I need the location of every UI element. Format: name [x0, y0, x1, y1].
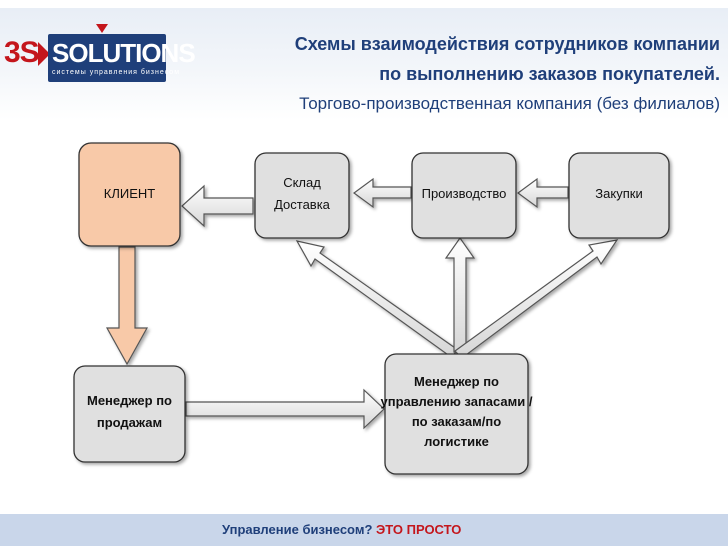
node-inventory-manager-label-line3: по заказам/по: [412, 414, 501, 429]
page-title-line2: по выполнению заказов покупателей.: [379, 64, 720, 84]
arrow-inventory-to-warehouse: [295, 240, 459, 358]
logo-word: SOLUTIONS: [52, 38, 196, 68]
node-purchasing-label: Закупки: [595, 186, 642, 201]
logo-prefix: 3S: [4, 36, 40, 69]
node-inventory-manager-label-line1: Менеджер по: [414, 374, 499, 389]
node-production: Производство: [411, 152, 517, 239]
node-warehouse: Склад Доставка: [254, 152, 350, 239]
node-warehouse-label-line2: Доставка: [274, 197, 331, 212]
footer-question: Управление бизнесом?: [222, 522, 373, 537]
arrow-warehouse-to-client: [181, 184, 254, 228]
node-sales-manager: Менеджер по продажам: [73, 365, 186, 463]
arrow-production-to-warehouse: [352, 177, 412, 209]
arrow-inventory-to-production: [444, 236, 476, 353]
node-sales-manager-label-line1: Менеджер по: [87, 393, 172, 408]
page-subtitle: Торгово-производственная компания (без ф…: [299, 94, 720, 113]
node-warehouse-label-line1: Склад: [283, 175, 321, 190]
node-client-label: КЛИЕНТ: [104, 186, 156, 201]
page-title-line1: Схемы взаимодействия сотрудников компани…: [294, 34, 720, 54]
footer-answer: ЭТО ПРОСТО: [376, 522, 462, 537]
arrow-sales-to-inventory-manager: [185, 388, 385, 430]
logo-tagline: системы управления бизнесом: [52, 69, 181, 76]
node-purchasing: Закупки: [568, 152, 670, 239]
arrow-purchasing-to-production: [516, 177, 569, 209]
arrow-inventory-to-purchasing: [454, 239, 619, 359]
logo-box: [48, 34, 166, 82]
node-inventory-manager: Менеджер по управлению запасами / по зак…: [380, 353, 533, 475]
footer-slogan: Управление бизнесом? ЭТО ПРОСТО: [222, 522, 461, 537]
node-client: КЛИЕНТ: [78, 142, 181, 247]
node-inventory-manager-label-line4: логистике: [424, 434, 489, 449]
arrow-client-to-sales-manager: [105, 246, 149, 366]
node-sales-manager-label-line2: продажам: [97, 415, 162, 430]
company-logo: 3S SOLUTIONS системы управления бизнесом: [0, 24, 196, 94]
node-production-label: Производство: [422, 186, 507, 201]
logo-v-mark-icon: [96, 24, 108, 33]
process-diagram: КЛИЕНТ Склад Доставка Производство Закуп…: [73, 142, 670, 475]
node-inventory-manager-label-line2: управлению запасами /: [380, 394, 532, 409]
footer-band: [0, 514, 728, 546]
logo-arrow-icon: [38, 42, 50, 66]
